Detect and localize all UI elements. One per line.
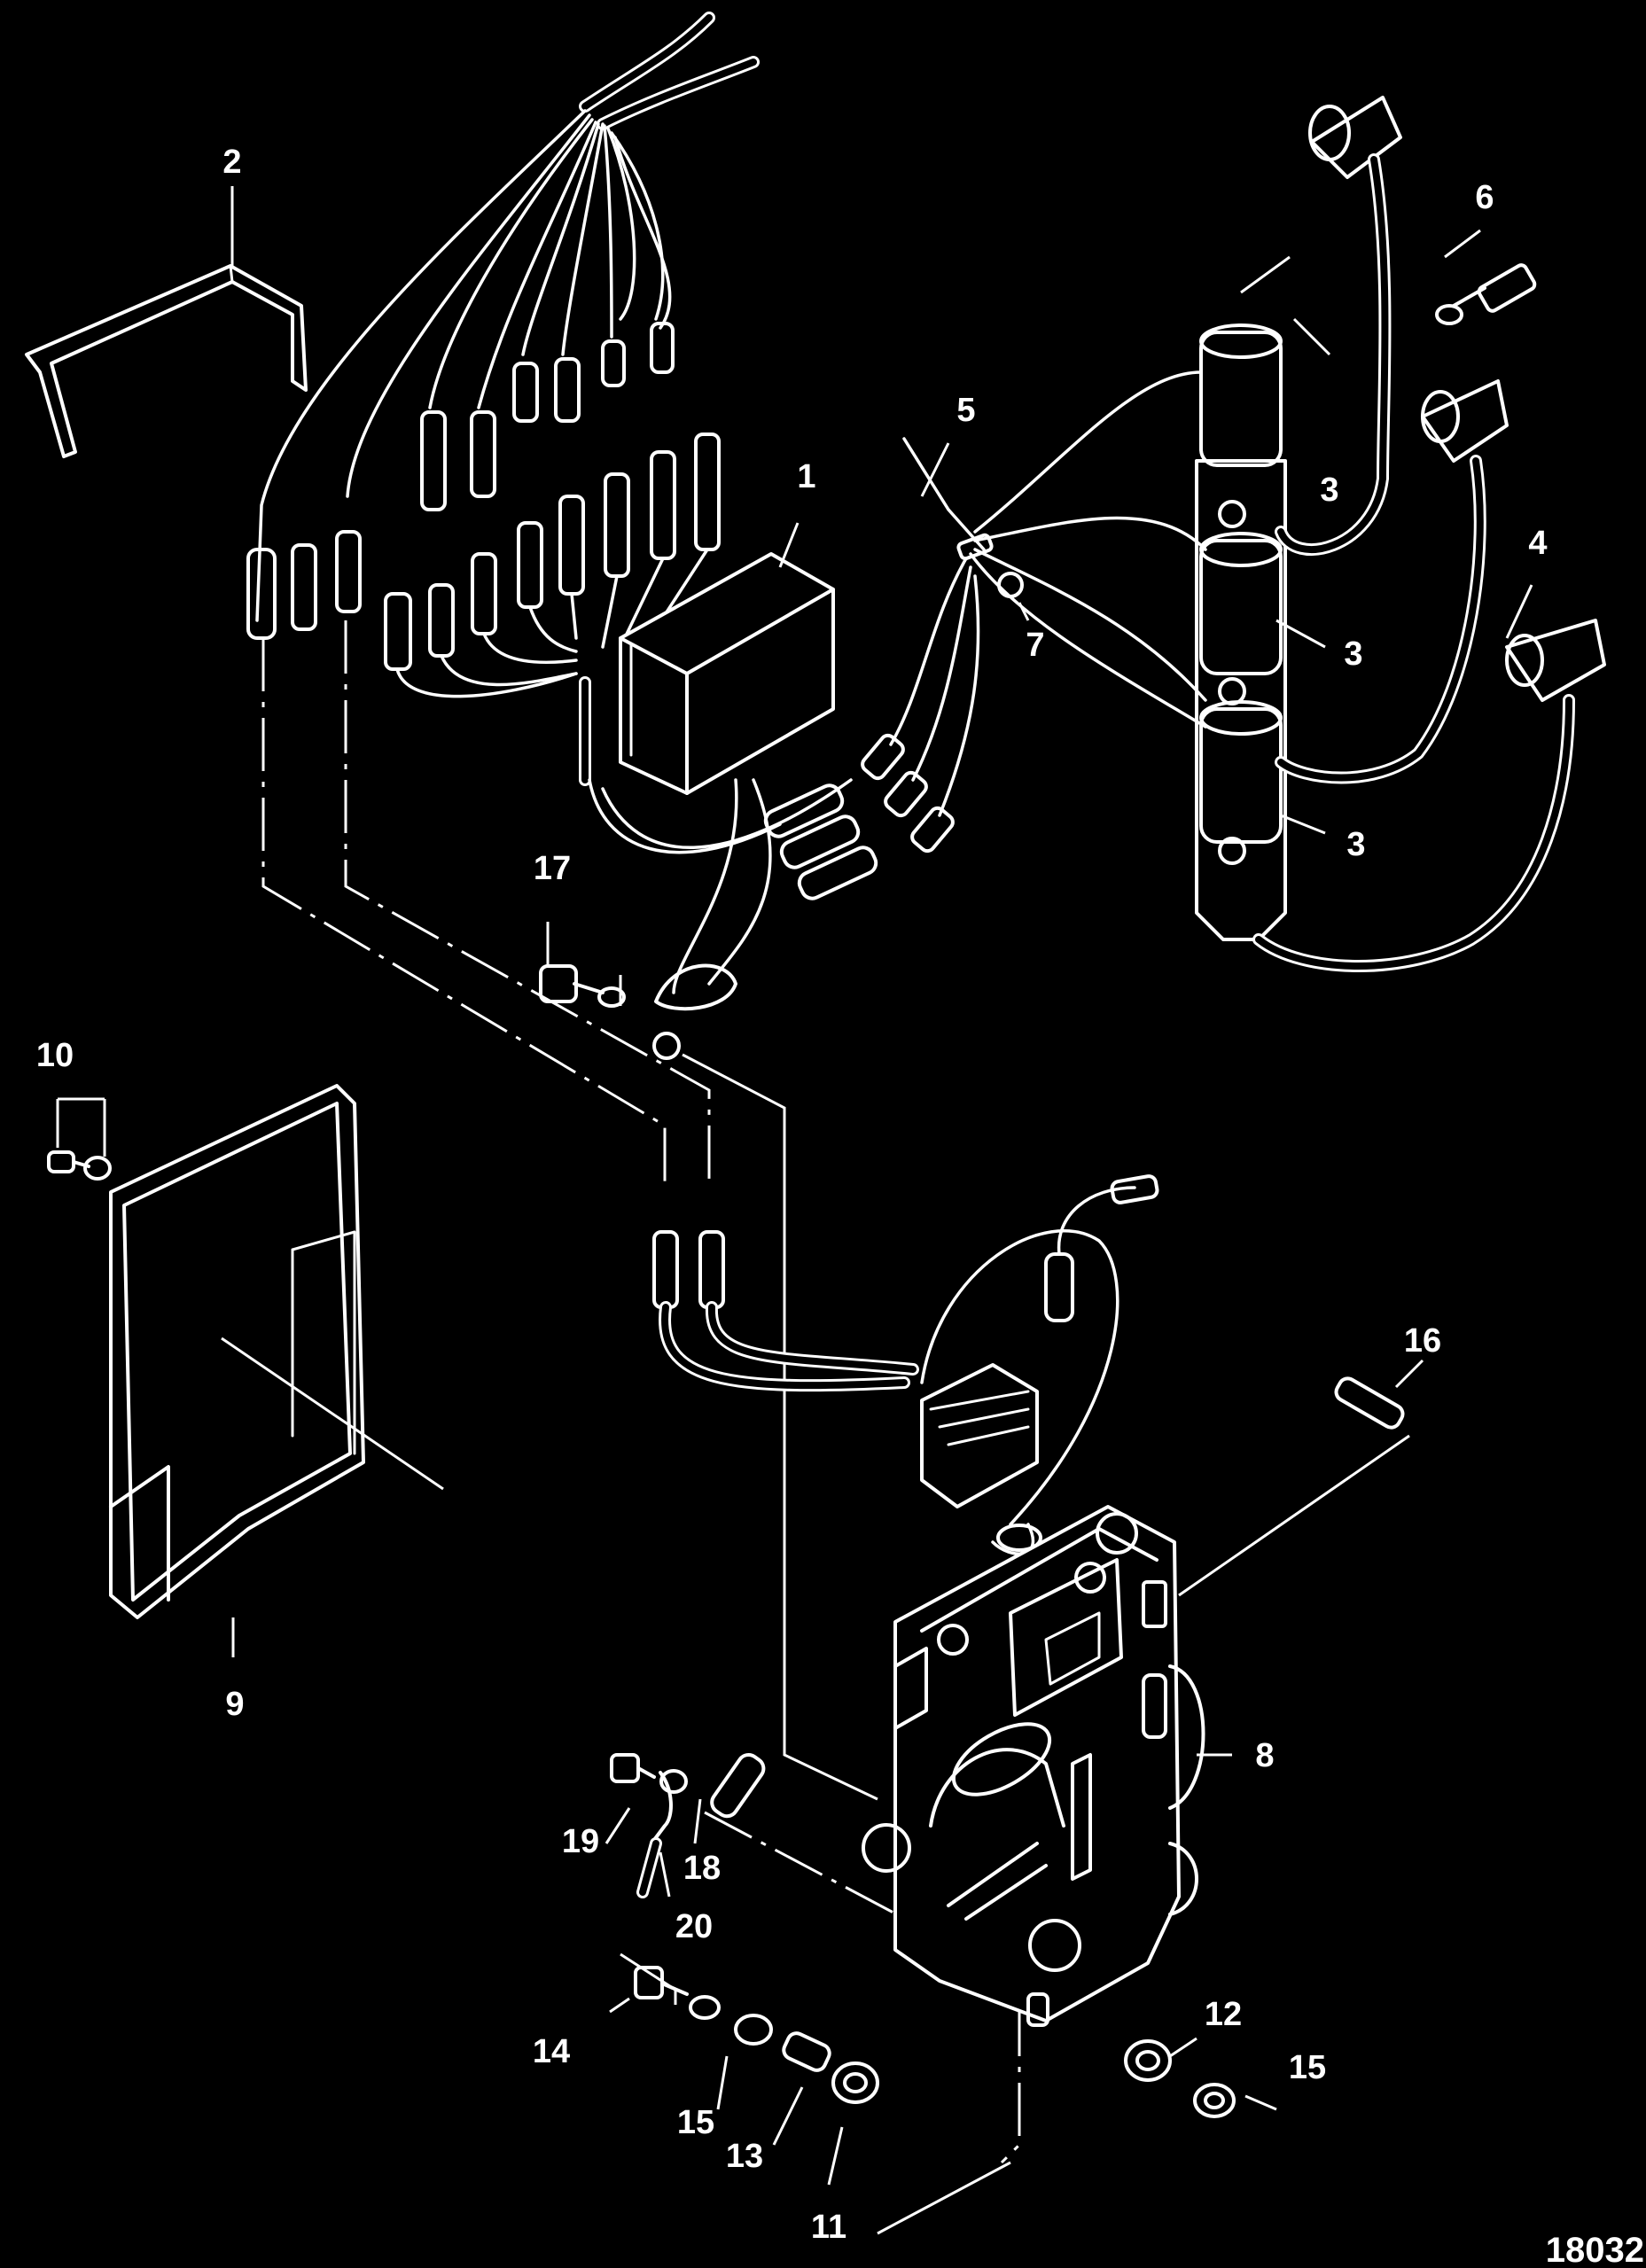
alignment-lines <box>261 620 1410 2235</box>
callout-5: 5 <box>956 392 975 429</box>
callout-15-left: 15 <box>677 2104 714 2141</box>
callout-8: 8 <box>1255 1737 1274 1774</box>
callout-3-top: 3 <box>1320 472 1338 509</box>
ignition-coils-assembly <box>861 96 1606 972</box>
callout-20: 20 <box>675 1908 713 1945</box>
callout-9: 9 <box>225 1686 244 1723</box>
bullet-connectors-upper <box>246 322 675 640</box>
callout-15-right: 15 <box>1289 2049 1326 2086</box>
cover-screw-washer <box>47 1097 112 1181</box>
switch-box-module <box>579 552 878 1011</box>
mounting-hardware <box>620 1952 1236 2118</box>
electrical-plate <box>862 1505 1205 2027</box>
callout-2: 2 <box>222 144 241 181</box>
callout-11: 11 <box>811 2209 846 2246</box>
callout-17: 17 <box>534 850 571 887</box>
callout-6: 6 <box>1475 179 1494 216</box>
callout-16: 16 <box>1404 1322 1441 1360</box>
callout-14: 14 <box>533 2033 570 2070</box>
fuse <box>1334 1376 1405 1430</box>
callout-12: 12 <box>1205 1996 1242 2033</box>
callout-13: 13 <box>726 2138 763 2175</box>
bracket <box>25 264 308 458</box>
callout-10: 10 <box>36 1037 74 1074</box>
voltage-regulator <box>652 1174 1159 1555</box>
coil-screw-washer <box>997 263 1537 598</box>
cover <box>109 1084 365 1619</box>
callout-19: 19 <box>562 1823 599 1860</box>
callout-1: 1 <box>797 458 815 495</box>
callout-leaders <box>230 186 1533 2186</box>
callout-3-bottom: 3 <box>1346 826 1365 863</box>
cover-centerline <box>221 1337 444 1491</box>
callout-7: 7 <box>1026 627 1044 664</box>
main-harness-cable <box>255 12 760 622</box>
callout-labels: 1 2 3 3 3 4 5 6 7 8 9 10 11 12 13 14 15 … <box>36 144 1548 2246</box>
figure-reference-number: 18032 <box>1546 2231 1644 2268</box>
ground-screw-washer <box>539 922 681 1060</box>
callout-3-middle: 3 <box>1344 635 1362 673</box>
callout-18: 18 <box>683 1850 721 1887</box>
callout-4: 4 <box>1528 525 1547 562</box>
ground-terminal-parts <box>610 1752 766 1898</box>
